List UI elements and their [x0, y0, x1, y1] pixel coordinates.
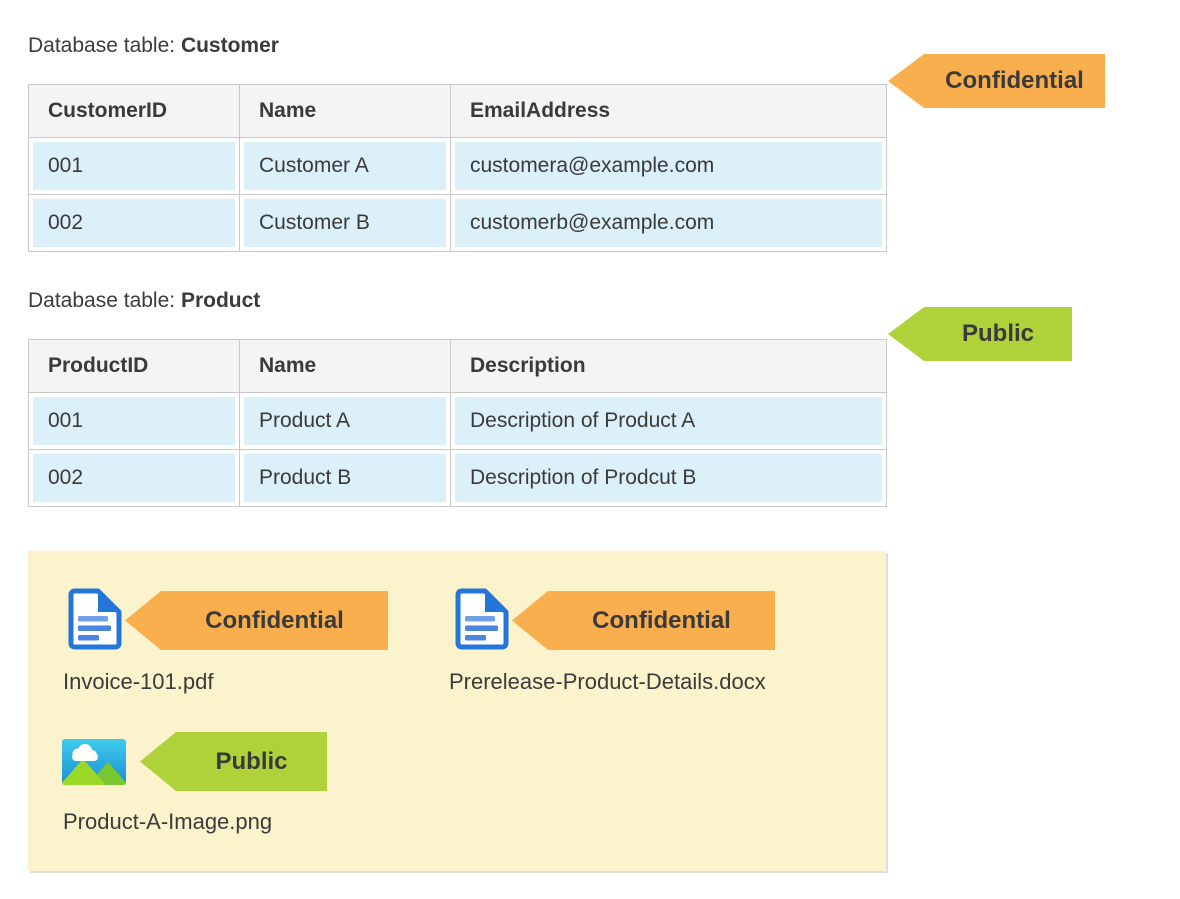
caption-prefix: Database table: [28, 289, 181, 312]
table-cell: 002 [28, 194, 240, 252]
table-cell: Product A [239, 392, 451, 450]
column-header-emailaddress: EmailAddress [450, 84, 887, 138]
tag-label: Public [961, 320, 1034, 347]
table-cell: 002 [28, 449, 240, 507]
cell-value: 001 [33, 397, 235, 445]
product-table-caption: Database table: Product [28, 289, 260, 313]
sensitivity-tag-customer-confidential: Confidential [888, 54, 1105, 108]
sensitivity-tag-file-public: Public [140, 732, 327, 791]
caption-table-name: Product [180, 289, 261, 312]
table-cell: Customer A [239, 137, 451, 195]
table-cell: 001 [28, 137, 240, 195]
table-cell: Description of Prodcut B [450, 449, 887, 507]
sensitivity-tag-file-confidential: Confidential [125, 591, 388, 650]
image-icon [62, 739, 126, 785]
document-icon [68, 588, 122, 650]
sensitivity-tag-file-confidential: Confidential [512, 591, 775, 650]
cell-value: Customer A [244, 142, 446, 190]
tag-label: Confidential [592, 606, 731, 634]
column-header-name: Name [239, 84, 451, 138]
table-cell: Customer B [239, 194, 451, 252]
cell-value: customera@example.com [455, 142, 882, 190]
cell-value: Product B [244, 454, 446, 502]
column-header-description: Description [450, 339, 887, 393]
cell-value: 001 [33, 142, 235, 190]
cell-value: customerb@example.com [455, 199, 882, 247]
tag-label: Confidential [945, 67, 1084, 94]
cell-value: Product A [244, 397, 446, 445]
table-cell: customerb@example.com [450, 194, 887, 252]
table-cell: 001 [28, 392, 240, 450]
caption-table-name: Customer [180, 34, 279, 57]
cell-value: Description of Product A [455, 397, 882, 445]
tag-label: Confidential [205, 606, 344, 634]
column-header-name: Name [239, 339, 451, 393]
table-row: 001 Product A Description of Product A [28, 392, 887, 450]
cell-value: 002 [33, 454, 235, 502]
files-panel: Confidential Invoice-101.pdf Confidentia… [28, 551, 886, 871]
customer-table-caption: Database table: Customer [28, 34, 279, 58]
table-cell: Product B [239, 449, 451, 507]
caption-prefix: Database table: [28, 34, 181, 57]
table-row: 002 Customer B customerb@example.com [28, 194, 887, 252]
product-table-header-row: ProductID Name Description [28, 339, 887, 393]
sensitivity-tag-product-public: Public [888, 307, 1072, 361]
table-row: 002 Product B Description of Prodcut B [28, 449, 887, 507]
cell-value: Customer B [244, 199, 446, 247]
cell-value: Description of Prodcut B [455, 454, 882, 502]
column-header-productid: ProductID [28, 339, 240, 393]
file-name: Prerelease-Product-Details.docx [449, 669, 766, 694]
file-name: Product-A-Image.png [63, 809, 273, 834]
table-cell: Description of Product A [450, 392, 887, 450]
table-row: 001 Customer A customera@example.com [28, 137, 887, 195]
customer-table-header-row: CustomerID Name EmailAddress [28, 84, 887, 138]
customer-table: CustomerID Name EmailAddress 001 Custome… [28, 84, 887, 252]
table-cell: customera@example.com [450, 137, 887, 195]
document-icon [455, 588, 509, 650]
tag-label: Public [215, 747, 288, 775]
file-name: Invoice-101.pdf [63, 669, 214, 694]
column-header-customerid: CustomerID [28, 84, 240, 138]
product-table: ProductID Name Description 001 Product A… [28, 339, 887, 507]
cell-value: 002 [33, 199, 235, 247]
